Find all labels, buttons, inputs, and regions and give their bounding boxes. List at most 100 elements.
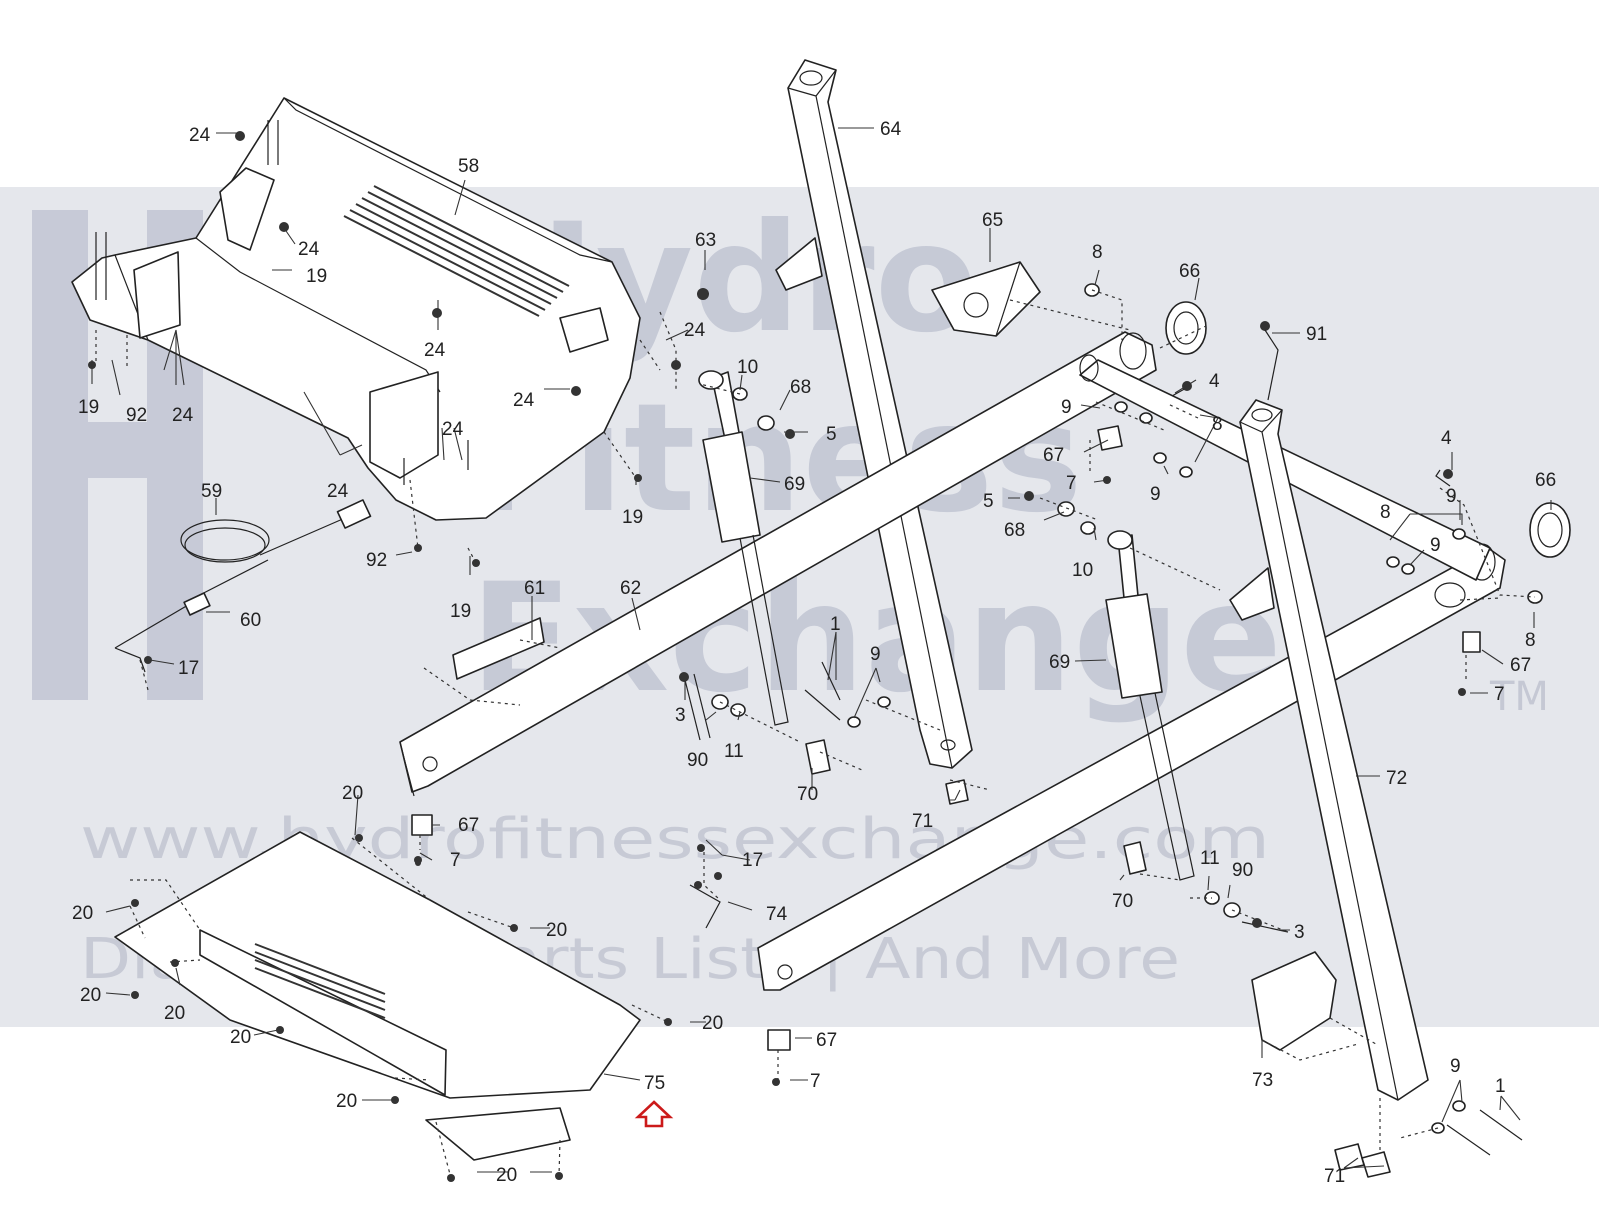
callout-20: 20 bbox=[164, 1003, 185, 1024]
callout-17: 17 bbox=[742, 850, 763, 871]
leader-lines bbox=[91, 127, 1552, 1173]
callout-9: 9 bbox=[870, 644, 881, 665]
callout-7: 7 bbox=[450, 850, 461, 871]
callout-8: 8 bbox=[1525, 630, 1536, 651]
callout-70: 70 bbox=[1112, 891, 1133, 912]
callout-20: 20 bbox=[546, 920, 567, 941]
callout-73: 73 bbox=[1252, 1070, 1273, 1091]
callout-9: 9 bbox=[1446, 486, 1457, 507]
callout-1: 1 bbox=[1495, 1076, 1506, 1097]
power-cord bbox=[114, 499, 372, 673]
callout-90: 90 bbox=[687, 750, 708, 771]
callout-8: 8 bbox=[1380, 502, 1391, 523]
callout-58: 58 bbox=[458, 156, 479, 177]
callout-67: 67 bbox=[1043, 445, 1064, 466]
callout-9: 9 bbox=[1150, 484, 1161, 505]
callout-3: 3 bbox=[1294, 922, 1305, 943]
lift-cylinder-left bbox=[698, 370, 789, 726]
callout-71: 71 bbox=[912, 811, 933, 832]
callout-67: 67 bbox=[1510, 655, 1531, 676]
rail-vent-grille bbox=[254, 943, 386, 1019]
callout-92: 92 bbox=[126, 405, 147, 426]
motor-bracket bbox=[931, 261, 1041, 337]
callout-64: 64 bbox=[880, 119, 902, 140]
upright-left bbox=[775, 59, 973, 769]
callout-9: 9 bbox=[1430, 535, 1441, 556]
callout-1: 1 bbox=[830, 614, 841, 635]
callout-9: 9 bbox=[1061, 397, 1072, 418]
callout-9: 9 bbox=[1450, 1056, 1461, 1077]
callout-92: 92 bbox=[366, 550, 387, 571]
side-rail-cover bbox=[114, 831, 641, 1161]
callout-65: 65 bbox=[982, 210, 1003, 231]
callout-19: 19 bbox=[622, 507, 643, 528]
callout-66: 66 bbox=[1179, 261, 1200, 282]
callout-4: 4 bbox=[1441, 428, 1452, 449]
callout-24: 24 bbox=[424, 340, 446, 361]
motor-hood bbox=[71, 97, 641, 521]
alignment-lines bbox=[95, 289, 1536, 1179]
callout-69: 69 bbox=[1049, 652, 1070, 673]
callout-19: 19 bbox=[78, 397, 99, 418]
wheel-upper bbox=[1165, 301, 1207, 355]
callout-24: 24 bbox=[189, 125, 211, 146]
callout-10: 10 bbox=[1072, 560, 1093, 581]
callout-24: 24 bbox=[172, 405, 194, 426]
callout-24: 24 bbox=[327, 481, 349, 502]
callout-7: 7 bbox=[1066, 473, 1077, 494]
callout-20: 20 bbox=[80, 985, 101, 1006]
callout-74: 74 bbox=[766, 904, 788, 925]
callout-24: 24 bbox=[298, 239, 320, 260]
callout-11: 11 bbox=[724, 741, 744, 762]
callout-17: 17 bbox=[178, 658, 199, 679]
callout-20: 20 bbox=[702, 1013, 723, 1034]
callout-7: 7 bbox=[810, 1071, 821, 1092]
watermark-trademark: TM bbox=[1489, 674, 1549, 720]
callout-24: 24 bbox=[442, 419, 464, 440]
callout-60: 60 bbox=[240, 610, 261, 631]
callout-72: 72 bbox=[1386, 768, 1407, 789]
callout-59: 59 bbox=[201, 481, 222, 502]
callout-20: 20 bbox=[230, 1027, 251, 1048]
callout-20: 20 bbox=[496, 1165, 517, 1186]
callout-4: 4 bbox=[1209, 371, 1220, 392]
callout-90: 90 bbox=[1232, 860, 1253, 881]
callout-labels: 64 58 24 24 19 24 19 92 24 24 24 24 24 1… bbox=[72, 119, 1556, 1187]
up-arrow-icon bbox=[634, 1100, 674, 1128]
callout-8: 8 bbox=[1212, 414, 1223, 435]
callout-20: 20 bbox=[342, 783, 363, 804]
callout-68: 68 bbox=[790, 377, 811, 398]
lift-cylinder-right bbox=[1105, 530, 1195, 881]
callout-5: 5 bbox=[826, 424, 837, 445]
callout-11: 11 bbox=[1200, 848, 1220, 869]
callout-20: 20 bbox=[72, 903, 93, 924]
callout-24: 24 bbox=[684, 320, 706, 341]
callout-70: 70 bbox=[797, 784, 818, 805]
callout-75: 75 bbox=[644, 1073, 665, 1094]
callout-19: 19 bbox=[306, 266, 327, 287]
callout-66: 66 bbox=[1535, 470, 1556, 491]
frame-tube-left bbox=[399, 331, 1157, 797]
callout-10: 10 bbox=[737, 357, 758, 378]
callout-3: 3 bbox=[675, 705, 686, 726]
callout-19: 19 bbox=[450, 601, 471, 622]
callout-5: 5 bbox=[983, 491, 994, 512]
callout-61: 61 bbox=[524, 578, 545, 599]
upright-right bbox=[1229, 399, 1429, 1101]
ground-wire bbox=[689, 884, 721, 929]
callout-67: 67 bbox=[458, 815, 479, 836]
callout-67: 67 bbox=[816, 1030, 837, 1051]
callout-20: 20 bbox=[336, 1091, 357, 1112]
callout-7: 7 bbox=[1494, 684, 1505, 705]
callout-69: 69 bbox=[784, 474, 805, 495]
callout-68: 68 bbox=[1004, 520, 1025, 541]
callout-71: 71 bbox=[1324, 1166, 1345, 1187]
decal-strip bbox=[452, 617, 545, 680]
callout-91: 91 bbox=[1306, 324, 1327, 345]
wheel-lower bbox=[1529, 502, 1571, 558]
callout-62: 62 bbox=[620, 578, 641, 599]
callout-63: 63 bbox=[695, 230, 716, 251]
callout-8: 8 bbox=[1092, 242, 1103, 263]
hood-vent-grille bbox=[343, 185, 570, 317]
